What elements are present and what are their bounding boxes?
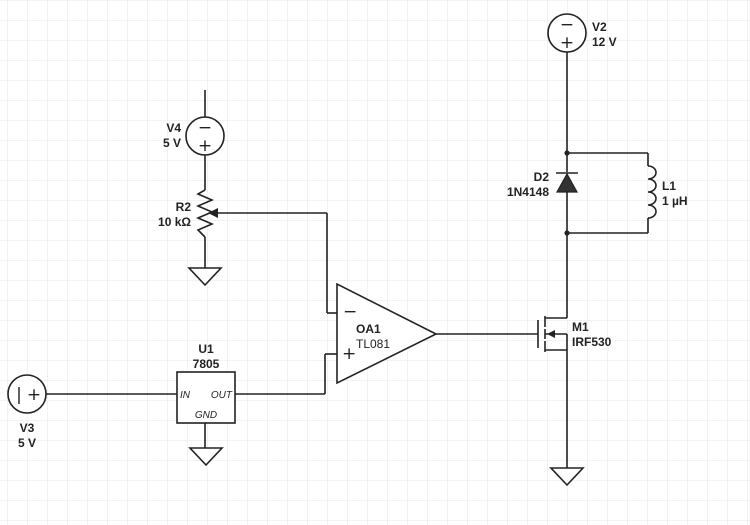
r2-potentiometer[interactable]: R2 10 kΩ bbox=[158, 189, 218, 238]
l1-value-label: 1 µH bbox=[662, 194, 688, 208]
junction-dot-bottom bbox=[564, 230, 570, 236]
r2-wiper-arrow bbox=[208, 208, 218, 218]
l1-coil bbox=[647, 165, 657, 219]
oa1-value-label: TL081 bbox=[356, 337, 390, 351]
v3-ref-label: V3 bbox=[20, 421, 35, 435]
m1-ref-label: M1 bbox=[572, 320, 589, 334]
v2-source[interactable]: − + V2 12 V bbox=[547, 13, 617, 53]
r2-value-label: 10 kΩ bbox=[158, 215, 191, 229]
u1-value-label: 7805 bbox=[193, 357, 220, 371]
d2-value-label: 1N4148 bbox=[507, 185, 549, 199]
u1-pin-out: OUT bbox=[211, 390, 233, 401]
d2-diode[interactable]: D2 1N4148 bbox=[507, 170, 579, 199]
v3-value-label: 5 V bbox=[18, 436, 36, 450]
wires bbox=[46, 52, 649, 468]
m1-mosfet[interactable]: M1 IRF530 bbox=[537, 316, 612, 352]
u1-ref-label: U1 bbox=[198, 342, 214, 356]
r2-ref-label: R2 bbox=[176, 200, 192, 214]
m1-value-label: IRF530 bbox=[572, 335, 612, 349]
oa1-ref-label: OA1 bbox=[356, 322, 381, 336]
v4-plus-sign: + bbox=[198, 136, 212, 156]
ground-m1 bbox=[549, 467, 585, 487]
v4-value-label: 5 V bbox=[163, 136, 181, 150]
oa1-triangle bbox=[336, 282, 438, 385]
oa1-plus-sign: + bbox=[342, 344, 356, 364]
ground-u1 bbox=[188, 447, 224, 467]
l1-ref-label: L1 bbox=[662, 179, 676, 193]
v3-plus-sign: + bbox=[27, 385, 41, 405]
d2-ref-label: D2 bbox=[534, 170, 550, 184]
v2-value-label: 12 V bbox=[592, 35, 617, 49]
u1-pin-in: IN bbox=[180, 390, 191, 401]
v4-ref-label: V4 bbox=[166, 121, 181, 135]
u1-pin-gnd: GND bbox=[195, 410, 217, 421]
ground-symbol bbox=[188, 447, 224, 467]
u1-body bbox=[176, 371, 236, 424]
oa1-minus-sign: − bbox=[343, 302, 357, 322]
d2-diode-triangle bbox=[555, 172, 579, 193]
v3-bar-sign: | bbox=[16, 385, 22, 405]
v2-minus-sign: − bbox=[560, 15, 574, 35]
v4-source[interactable]: − + V4 5 V bbox=[163, 116, 225, 156]
u1-regulator[interactable]: U1 7805 IN OUT GND bbox=[176, 342, 236, 424]
v4-minus-sign: − bbox=[198, 118, 212, 138]
v2-ref-label: V2 bbox=[592, 20, 607, 34]
oa1-opamp[interactable]: − + OA1 TL081 bbox=[336, 282, 438, 385]
m1-arrow bbox=[547, 330, 555, 338]
l1-inductor[interactable]: L1 1 µH bbox=[647, 165, 688, 219]
v2-plus-sign: + bbox=[560, 33, 574, 53]
ground-symbol bbox=[549, 467, 585, 487]
v3-source[interactable]: | + V3 5 V bbox=[7, 374, 47, 450]
ground-symbol bbox=[187, 267, 223, 287]
junction-dot-top bbox=[564, 150, 570, 156]
ground-r2 bbox=[187, 267, 223, 287]
